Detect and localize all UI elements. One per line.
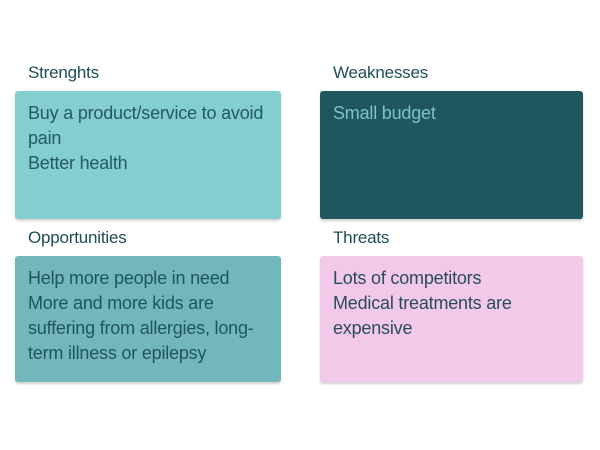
strengths-quadrant: Strenghts Buy a product/service to avoid… [15, 64, 281, 219]
threats-box: Lots of competitors Medical treatments a… [320, 256, 583, 382]
threats-quadrant: Threats Lots of competitors Medical trea… [320, 229, 583, 382]
weaknesses-quadrant: Weaknesses Small budget [320, 64, 583, 219]
opportunities-quadrant: Opportunities Help more people in need M… [15, 229, 281, 382]
opportunities-heading: Opportunities [28, 228, 127, 247]
weaknesses-heading: Weaknesses [333, 63, 429, 82]
strengths-box: Buy a product/service to avoid pain Bett… [15, 91, 281, 219]
weaknesses-box: Small budget [320, 91, 583, 219]
threats-heading: Threats [333, 228, 390, 247]
opportunities-box: Help more people in need More and more k… [15, 256, 281, 382]
strengths-heading: Strenghts [28, 63, 99, 82]
